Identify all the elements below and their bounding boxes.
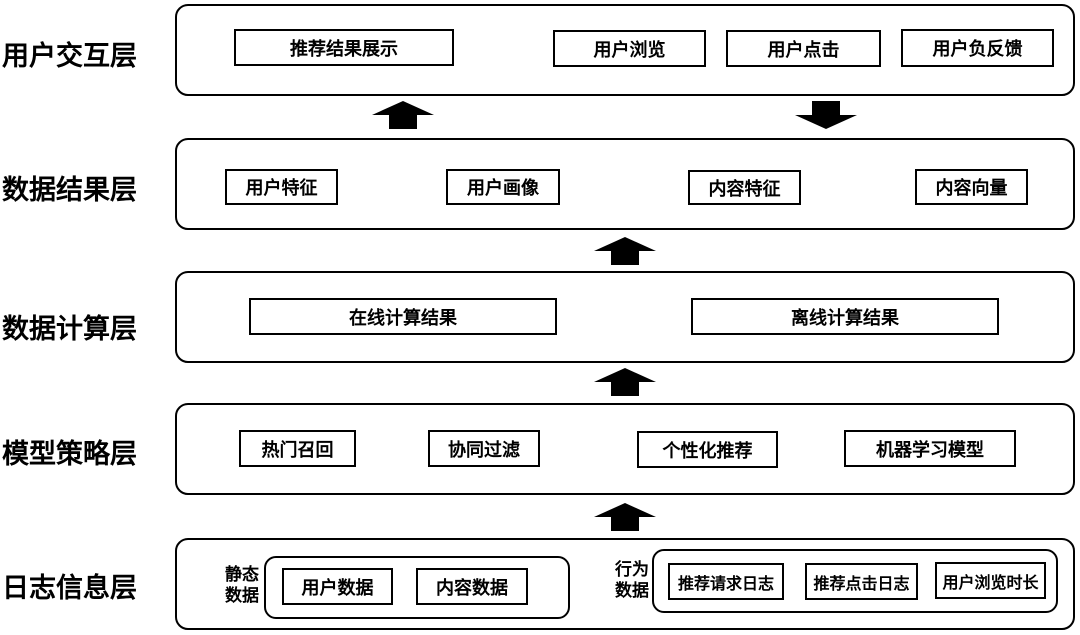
- node-offline-compute-result: 离线计算结果: [691, 298, 999, 335]
- layer-label-model-strategy: 模型策略层: [2, 439, 137, 470]
- node-user-browse-duration: 用户浏览时长: [935, 562, 1046, 599]
- layer-label-interaction: 用户交互层: [2, 41, 137, 72]
- group-label-static-data: 静态 数据: [225, 565, 259, 606]
- node-user-browse: 用户浏览: [553, 30, 706, 67]
- layer-label-log-info: 日志信息层: [2, 573, 137, 604]
- node-collaborative-filtering: 协同过滤: [428, 430, 540, 467]
- arrow-up-icon: [594, 237, 656, 265]
- layer-label-data-result: 数据结果层: [2, 175, 137, 206]
- node-hot-recall: 热门召回: [239, 430, 356, 467]
- node-content-vector: 内容向量: [915, 169, 1028, 205]
- node-user-negative-feedback: 用户负反馈: [901, 29, 1054, 67]
- node-machine-learning-model: 机器学习模型: [844, 430, 1016, 467]
- arrow-up-icon: [594, 503, 656, 531]
- node-content-data: 内容数据: [416, 568, 528, 605]
- node-user-feature: 用户特征: [225, 169, 338, 205]
- node-user-profile: 用户画像: [446, 169, 560, 205]
- node-user-click: 用户点击: [726, 30, 881, 67]
- arrow-down-icon: [795, 101, 857, 129]
- node-user-data: 用户数据: [282, 568, 393, 605]
- arrow-up-icon: [372, 101, 434, 129]
- layer-label-data-compute: 数据计算层: [2, 314, 137, 345]
- group-label-behavior-data: 行为 数据: [615, 560, 649, 601]
- node-recommend-display: 推荐结果展示: [234, 29, 454, 66]
- node-online-compute-result: 在线计算结果: [249, 298, 557, 335]
- node-recommend-request-log: 推荐请求日志: [668, 563, 784, 600]
- arrow-up-icon: [594, 368, 656, 396]
- node-recommend-click-log: 推荐点击日志: [805, 563, 918, 600]
- node-personalized-recommendation: 个性化推荐: [637, 431, 778, 468]
- node-content-feature: 内容特征: [688, 170, 801, 205]
